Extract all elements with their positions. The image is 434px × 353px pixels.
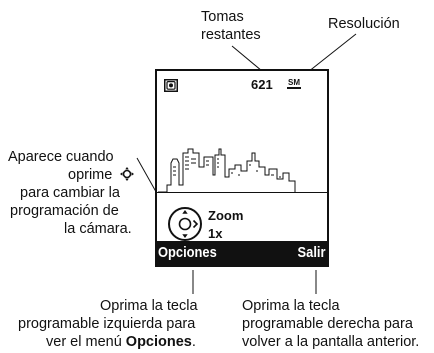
ground-line <box>157 192 327 193</box>
aparece-line3: para cambiar la <box>20 185 120 201</box>
right-softkey-desc-line3: volver a la pantalla anterior. <box>242 334 420 350</box>
left-softkey-desc-line2: programable izquierda para <box>18 316 196 332</box>
tomas-label-line2: restantes <box>201 27 261 43</box>
zoom-label: Zoom <box>208 208 244 223</box>
left-line3-prefix: ver el menú <box>46 334 122 350</box>
right-softkey-desc-line1: Oprima la tecla <box>242 298 340 314</box>
left-line3-suffix: . <box>191 334 196 350</box>
nav-key-icon <box>120 167 135 181</box>
softkey-opciones[interactable]: Opciones <box>158 244 217 261</box>
shots-remaining: 621 <box>251 77 273 92</box>
tomas-label-line1: Tomas <box>201 9 244 25</box>
phone-screen: 621 SM Zoom 1x Opciones Salir <box>155 69 329 267</box>
right-softkey-desc-line2: programable derecha para <box>242 316 413 332</box>
aparece-line5: la cámara. <box>64 221 132 237</box>
aparece-line2: oprime <box>68 167 135 184</box>
soft-key-bar: Opciones Salir <box>157 241 327 265</box>
aparece-line1: Aparece cuando <box>8 149 114 165</box>
resolution-badge: SM <box>287 78 301 89</box>
skyline-illustration <box>158 148 296 193</box>
aparece-line4: programación de <box>10 203 119 219</box>
leader-resolucion <box>307 33 357 73</box>
zoom-control-icon <box>168 207 202 241</box>
left-softkey-desc-line1: Oprima la tecla <box>100 298 198 314</box>
zoom-value: 1x <box>208 226 223 241</box>
resolucion-label: Resolución <box>328 16 400 32</box>
left-softkey-desc-line3: ver el menú Opciones. <box>46 334 196 351</box>
aparece-line2-prefix: oprime <box>68 167 113 183</box>
softkey-salir[interactable]: Salir <box>298 244 326 261</box>
left-line3-bold: Opciones <box>125 334 192 350</box>
camera-icon <box>164 79 178 92</box>
